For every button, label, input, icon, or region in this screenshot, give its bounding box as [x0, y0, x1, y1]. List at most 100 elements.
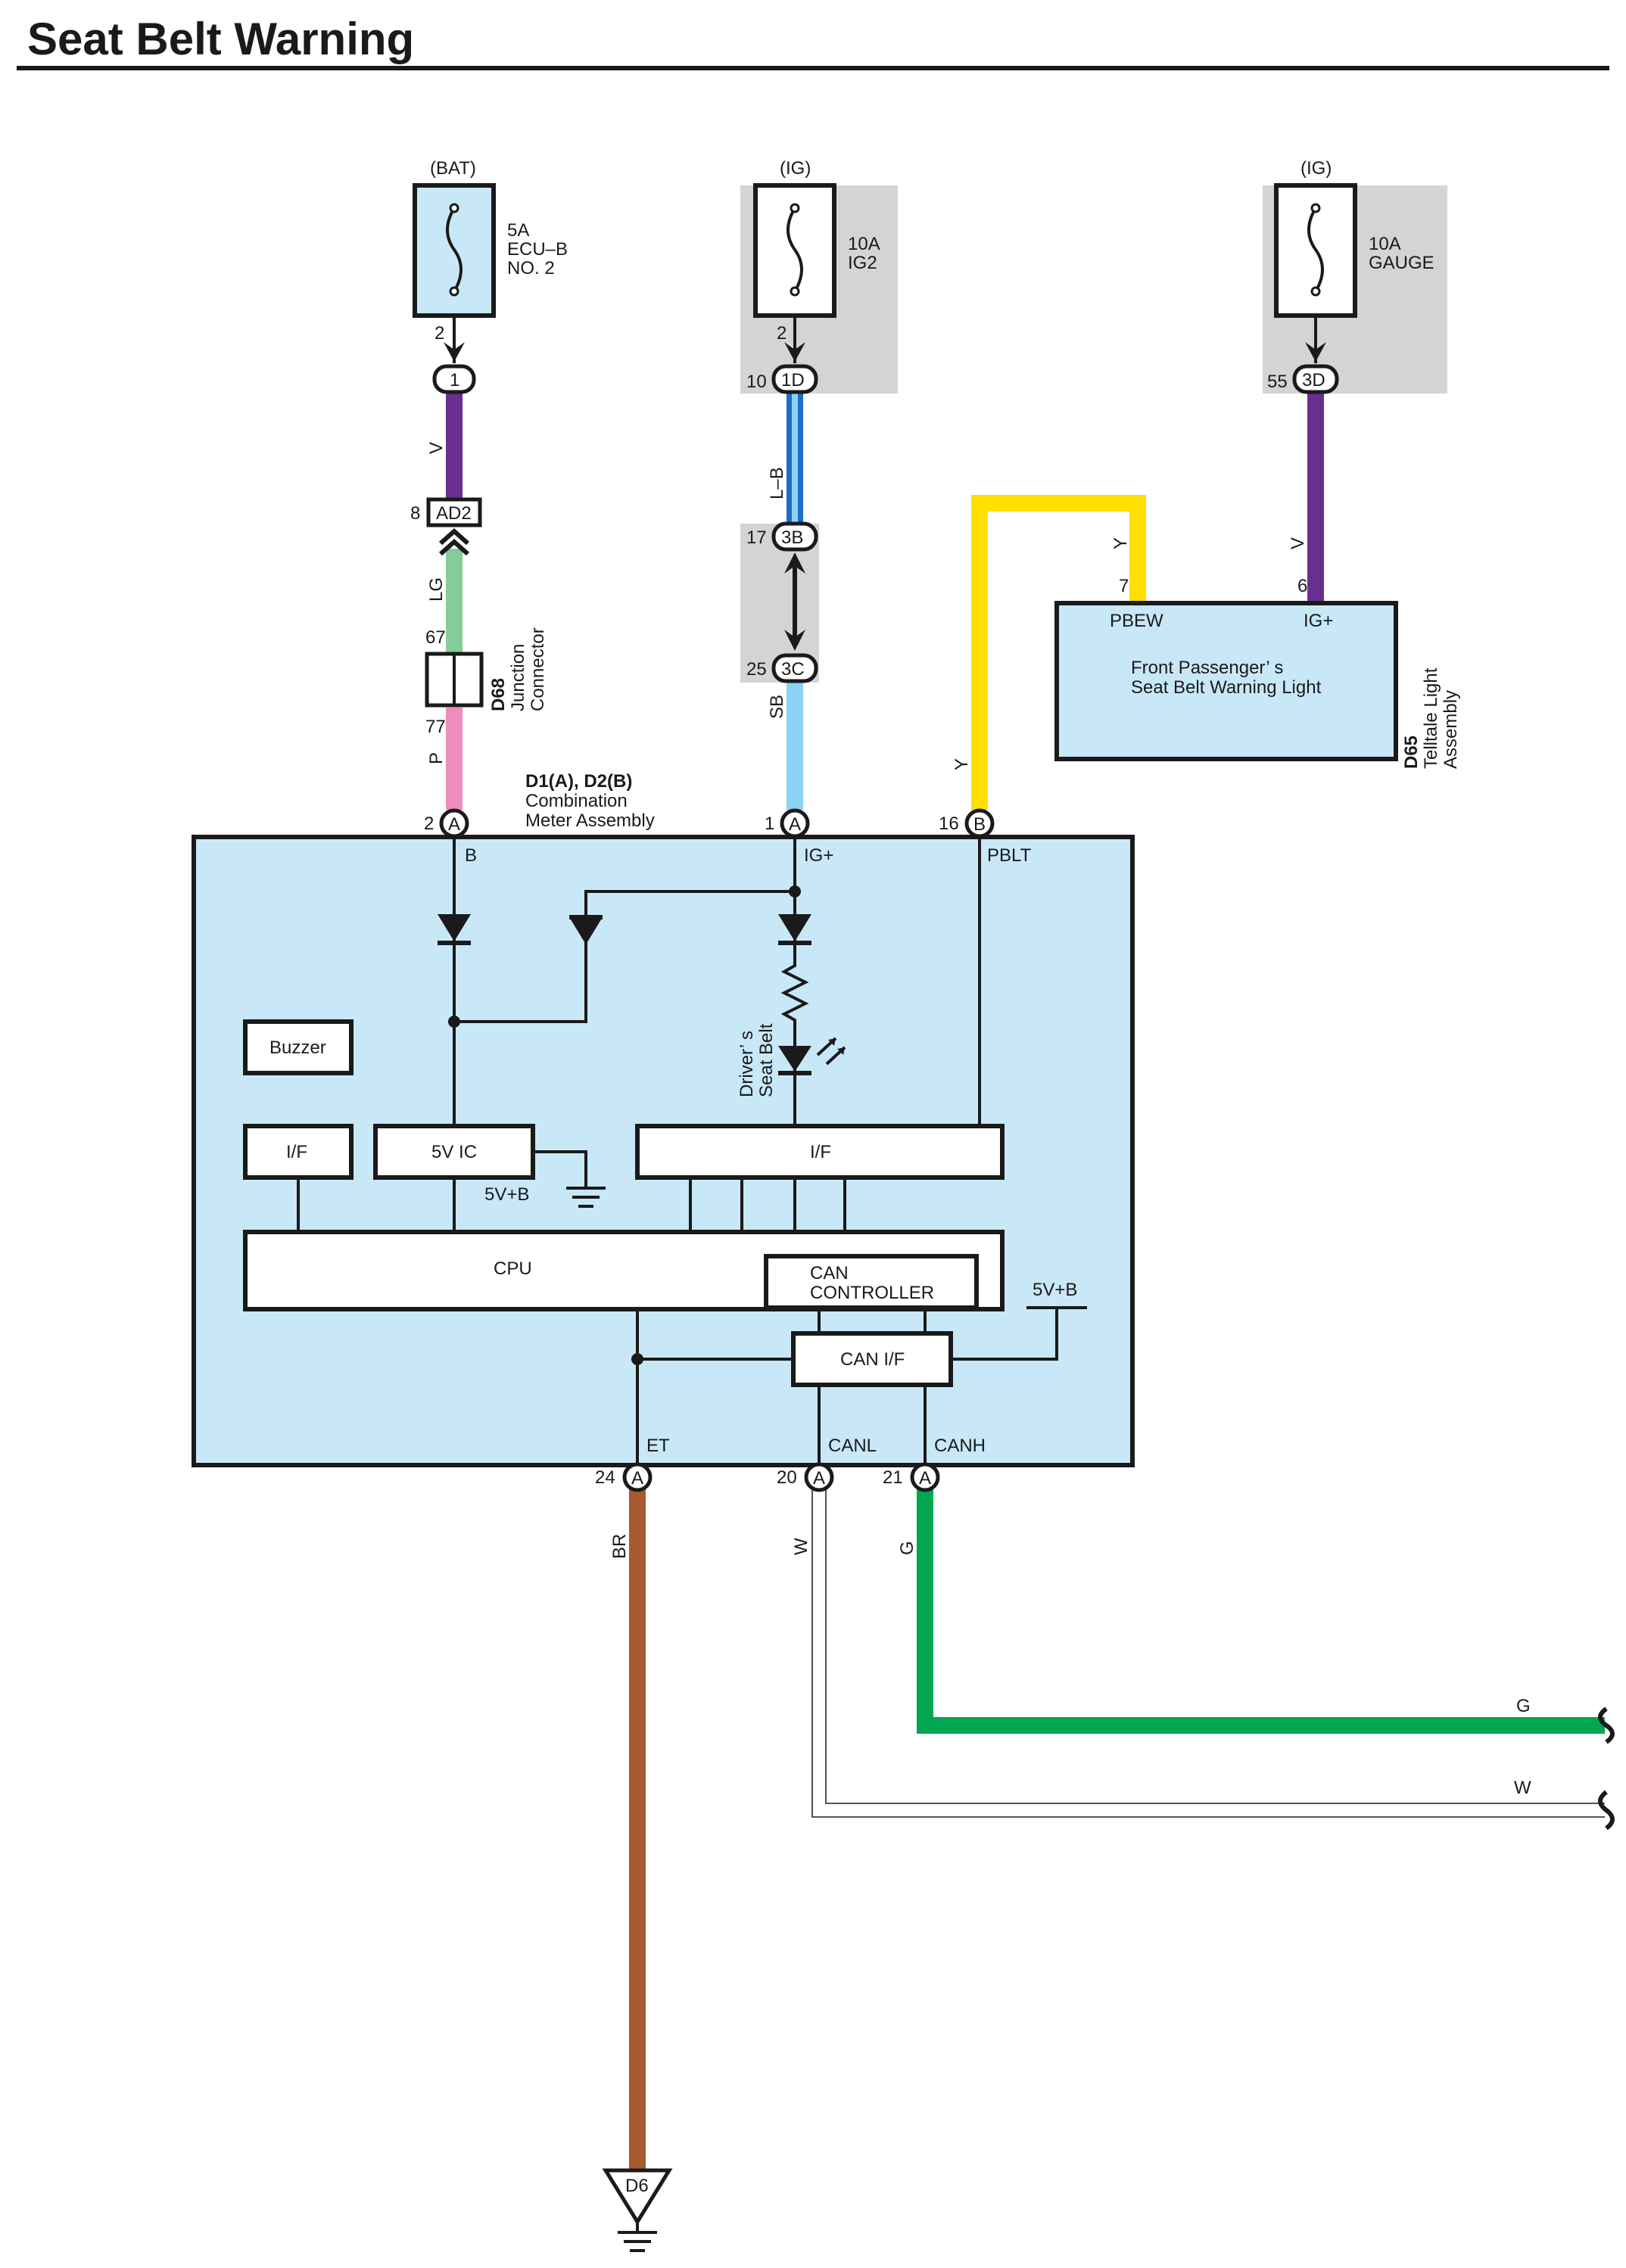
telltale-pin-6: 6: [1297, 576, 1307, 596]
connector-3c-pin: 25: [746, 659, 767, 680]
meter-pin-24a-num: 24: [595, 1467, 615, 1488]
connector-3b-label: 3B: [781, 527, 803, 548]
fuse-ig2: (IG) 10A IG2 2: [753, 158, 880, 344]
wire-g-break: [1598, 1706, 1615, 1744]
connector-ad2-label: AD2: [436, 503, 472, 524]
fuse2-name1: IG2: [848, 253, 877, 273]
ic-5v-supply: 5V+B: [484, 1184, 529, 1205]
junction-3d-pin: 55: [1267, 372, 1288, 392]
fuse-ecu-b-no2: (BAT) 5A ECU–B NO. 2 2: [413, 158, 568, 344]
junction-1d-label: 1D: [781, 370, 805, 390]
label-wire-w-end: W: [1514, 1778, 1531, 1798]
telltale-pin-7: 7: [1119, 576, 1129, 596]
connector-d68-name2: Connector: [528, 627, 548, 711]
meter-pin-2a: [439, 808, 469, 838]
fuse2-term-bottom: [790, 286, 800, 297]
fuse1-term-bottom: [449, 286, 459, 297]
or-line: [454, 890, 795, 1023]
telltale-name2: Assembly: [1441, 690, 1461, 769]
wire-w: [813, 1489, 1605, 1816]
fuse3-symbol: [1307, 207, 1324, 293]
fuse2-source: (IG): [780, 158, 811, 179]
fuse-gauge: (IG) 10A GAUGE: [1274, 158, 1434, 318]
meter-pin-16b-label: PBLT: [987, 845, 1032, 866]
ground-d6-label: D6: [625, 2176, 649, 2196]
led-driver-seat-belt: [778, 1046, 811, 1072]
fuse2-symbol: [787, 207, 803, 293]
telltale-light-assembly: [1054, 601, 1398, 761]
label-wire-lg: LG: [426, 577, 447, 602]
junction-1d: [771, 364, 818, 394]
wire-w-outline: [811, 1489, 1605, 1818]
fuse3-name1: GAUGE: [1369, 253, 1434, 273]
meter-pin-20a-letter: A: [813, 1468, 825, 1489]
meter-pin-16b-letter: B: [973, 814, 986, 835]
meter-pin-2a-letter: A: [448, 814, 460, 835]
fuse1-term-top: [449, 203, 459, 213]
wire-w-break: [1598, 1790, 1615, 1831]
can-interface-label: CAN I/F: [840, 1349, 905, 1370]
fuse1-symbol: [446, 207, 463, 293]
interface-right: [635, 1124, 1005, 1180]
diode-led-feed: [778, 914, 811, 941]
meter-pin-1a-label: IG+: [804, 845, 833, 866]
meter-internal-circuit: [438, 837, 981, 1129]
cpu-label: CPU: [494, 1258, 532, 1279]
meter-pin-1a-letter: A: [789, 814, 801, 835]
fuse2-rating: 10A: [848, 234, 880, 254]
meter-name2: Meter Assembly: [525, 810, 655, 831]
connector-3c: [771, 653, 818, 683]
can-supply-line: [951, 1308, 1058, 1361]
meter-name1: Combination: [525, 791, 628, 811]
junction-3d-label: 3D: [1302, 370, 1325, 390]
fuse1-pin: 2: [435, 323, 444, 344]
fuse2-term-top: [790, 203, 800, 213]
telltale-line1: Front Passenger’ s: [1131, 658, 1283, 678]
diode-ig: [569, 917, 603, 944]
fuse1-source: (BAT): [430, 158, 476, 179]
ic-5v-label: 5V IC: [431, 1142, 477, 1162]
label-wire-v-left: V: [426, 442, 447, 454]
fuse3-term-top: [1310, 203, 1321, 213]
connector-3b-pin: 17: [746, 527, 767, 548]
meter-pin-21a: [910, 1462, 940, 1492]
junction-1d-pin: 10: [746, 372, 767, 392]
telltale-line2: Seat Belt Warning Light: [1131, 677, 1322, 698]
interface-right-label: I/F: [810, 1142, 831, 1162]
junction-1: [432, 364, 476, 394]
connector-d68-id: D68: [488, 678, 509, 711]
fuse3-term-bottom: [1310, 286, 1321, 297]
label-wire-g-end: G: [1516, 1696, 1531, 1716]
label-wire-v-right: V: [1288, 537, 1308, 549]
meter-pin-24a-letter: A: [631, 1468, 643, 1489]
meter-pin-20a-label: CANL: [828, 1436, 877, 1456]
connector-ad2: [426, 497, 482, 527]
interface-left: [243, 1124, 354, 1180]
connector-3c-label: 3C: [781, 659, 805, 680]
junction-1-label: 1: [450, 370, 459, 390]
resistor: [780, 958, 809, 1029]
fuse1-name2: NO. 2: [507, 258, 555, 278]
meter-pin-2a-num: 2: [424, 814, 434, 834]
connector-d68-pin-top: 67: [425, 627, 446, 648]
junction-3d: [1292, 364, 1339, 394]
can-controller-label1: CAN: [810, 1263, 849, 1283]
fuse1-rating: 5A: [507, 220, 529, 241]
telltale-ig: IG+: [1304, 611, 1333, 631]
meter-pin-16b: [964, 808, 995, 838]
connector-3b: [771, 521, 818, 552]
wire-y: [971, 495, 1146, 810]
diode-b: [438, 914, 471, 941]
buzzer-label: Buzzer: [269, 1038, 326, 1058]
connector-ad2-arrows: [439, 527, 469, 556]
buzzer: [243, 1019, 354, 1075]
label-wire-g: G: [897, 1541, 917, 1555]
connector-d68-name1: Junction: [508, 644, 528, 711]
label-wire-lb: L–B: [767, 467, 787, 499]
driver-label1: Driver’ s: [737, 1031, 757, 1097]
driver-label2: Seat Belt: [756, 1023, 777, 1097]
label-wire-br: BR: [609, 1534, 630, 1559]
telltale-id: D65: [1401, 736, 1422, 769]
telltale-name1: Telltale Light: [1421, 667, 1441, 769]
